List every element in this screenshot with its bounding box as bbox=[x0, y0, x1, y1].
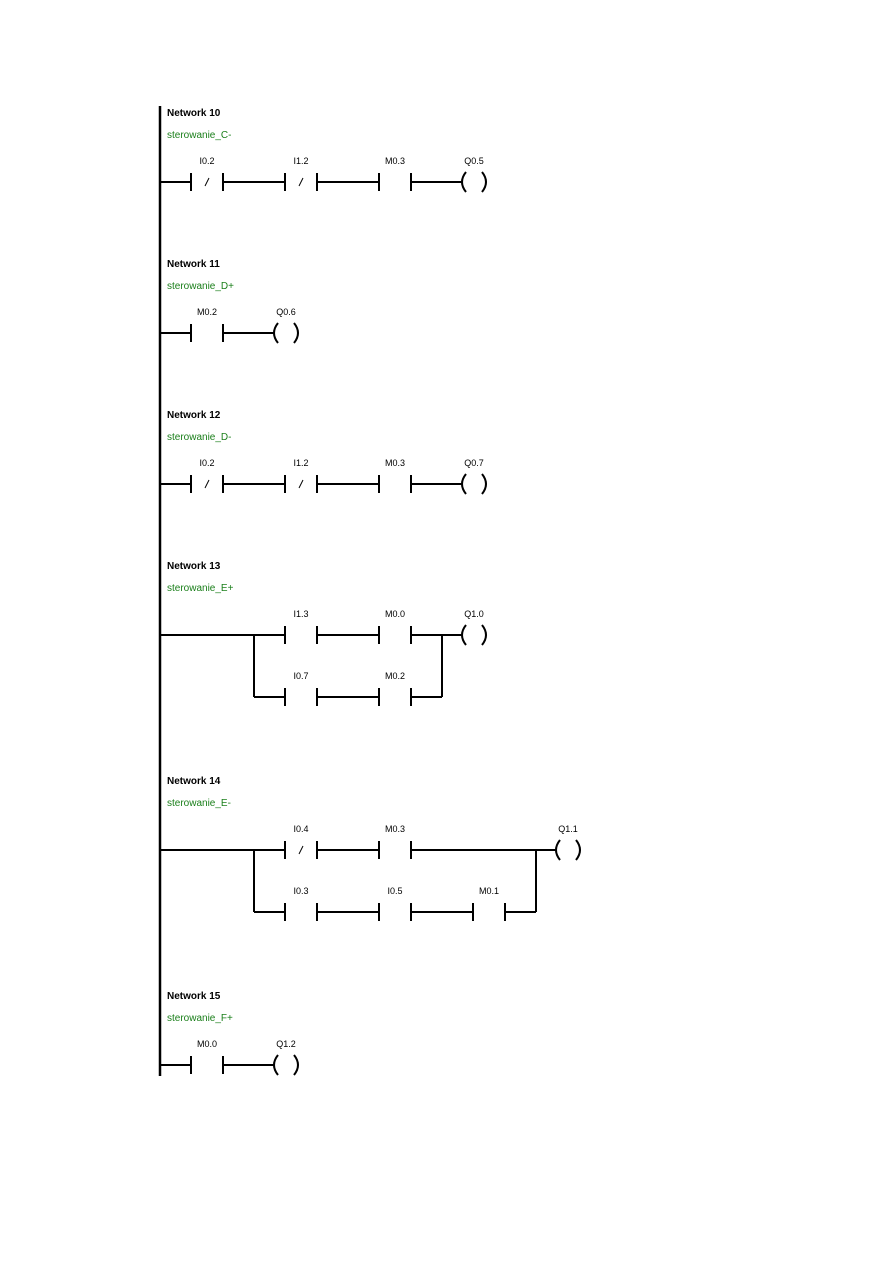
contact-M0-3: M0.3 bbox=[348, 458, 442, 493]
coil-Q1-0: Q1.0 bbox=[442, 609, 487, 646]
contact-M0-3: M0.3 bbox=[348, 824, 442, 859]
contact-address: M0.3 bbox=[385, 458, 405, 468]
contact-I0-4: I0.4 bbox=[254, 824, 348, 859]
coil-left-arc bbox=[273, 1054, 279, 1076]
network-13: Network 13 sterowanie_E+ I1.3 M0.0I0.7 M0.2 Q… bbox=[160, 561, 487, 706]
network-15: Network 15 sterowanie_F+ M0.0 Q1.2 bbox=[160, 991, 299, 1076]
network-comment: sterowanie_C- bbox=[167, 130, 231, 141]
network-12: Network 12 sterowanie_D- I0.2 I1.2 M0.3 Q0.7 bbox=[160, 410, 487, 495]
contact-address: M0.3 bbox=[385, 156, 405, 166]
contact-M0-2: M0.2 bbox=[348, 671, 442, 706]
coil-Q0-5: Q0.5 bbox=[442, 156, 487, 193]
contact-address: M0.3 bbox=[385, 824, 405, 834]
coil-right-arc bbox=[293, 322, 299, 344]
coil-Q1-2: Q1.2 bbox=[254, 1039, 299, 1076]
coil-Q1-1: Q1.1 bbox=[536, 824, 581, 861]
coil-right-arc bbox=[481, 171, 487, 193]
contact-address: I0.2 bbox=[199, 156, 214, 166]
contact-M0-3: M0.3 bbox=[348, 156, 442, 191]
contact-M0-1: M0.1 bbox=[442, 886, 536, 921]
coil-right-arc bbox=[481, 624, 487, 646]
negation-slash bbox=[298, 845, 304, 855]
coil-right-arc bbox=[481, 473, 487, 495]
network-11: Network 11 sterowanie_D+ M0.2 Q0.6 bbox=[160, 259, 299, 344]
contact-address: M0.0 bbox=[197, 1039, 217, 1049]
contact-address: M0.0 bbox=[385, 609, 405, 619]
negation-slash bbox=[298, 177, 304, 187]
contact-I0-5: I0.5 bbox=[348, 886, 442, 921]
contact-address: I1.2 bbox=[293, 458, 308, 468]
network-title: Network 10 bbox=[167, 108, 221, 119]
contact-address: M0.2 bbox=[197, 307, 217, 317]
coil-address: Q0.6 bbox=[276, 307, 296, 317]
contact-address: I0.3 bbox=[293, 886, 308, 896]
network-comment: sterowanie_E+ bbox=[167, 583, 234, 594]
network-title: Network 12 bbox=[167, 410, 221, 421]
coil-address: Q1.2 bbox=[276, 1039, 296, 1049]
coil-left-arc bbox=[461, 473, 467, 495]
network-10: Network 10 sterowanie_C- I0.2 I1.2 M0.3 Q0.5 bbox=[160, 108, 487, 193]
network-title: Network 15 bbox=[167, 991, 221, 1002]
contact-I1-3: I1.3 bbox=[254, 609, 348, 644]
coil-address: Q0.5 bbox=[464, 156, 484, 166]
network-title: Network 14 bbox=[167, 776, 221, 787]
contact-address: M0.1 bbox=[479, 886, 499, 896]
contact-I0-2: I0.2 bbox=[160, 458, 254, 493]
negation-slash bbox=[204, 177, 210, 187]
negation-slash bbox=[204, 479, 210, 489]
network-14: Network 14 sterowanie_E- I0.4 M0.3I0.3 I0.5 M… bbox=[160, 776, 581, 921]
coil-address: Q1.1 bbox=[558, 824, 578, 834]
negation-slash bbox=[298, 479, 304, 489]
contact-address: I0.5 bbox=[387, 886, 402, 896]
coil-Q0-6: Q0.6 bbox=[254, 307, 299, 344]
coil-left-arc bbox=[273, 322, 279, 344]
coil-right-arc bbox=[293, 1054, 299, 1076]
contact-M0-0: M0.0 bbox=[348, 609, 442, 644]
coil-left-arc bbox=[461, 624, 467, 646]
contact-I1-2: I1.2 bbox=[254, 458, 348, 493]
contact-address: I1.3 bbox=[293, 609, 308, 619]
contact-M0-0: M0.0 bbox=[160, 1039, 254, 1074]
network-title: Network 13 bbox=[167, 561, 221, 572]
contact-M0-2: M0.2 bbox=[160, 307, 254, 342]
contact-address: I0.7 bbox=[293, 671, 308, 681]
network-comment: sterowanie_D+ bbox=[167, 281, 234, 292]
contact-I1-2: I1.2 bbox=[254, 156, 348, 191]
contact-address: I1.2 bbox=[293, 156, 308, 166]
network-comment: sterowanie_D- bbox=[167, 432, 231, 443]
coil-Q0-7: Q0.7 bbox=[442, 458, 487, 495]
coil-address: Q1.0 bbox=[464, 609, 484, 619]
coil-right-arc bbox=[575, 839, 581, 861]
network-comment: sterowanie_E- bbox=[167, 798, 231, 809]
coil-left-arc bbox=[461, 171, 467, 193]
contact-address: I0.4 bbox=[293, 824, 308, 834]
coil-address: Q0.7 bbox=[464, 458, 484, 468]
network-title: Network 11 bbox=[167, 259, 220, 270]
contact-I0-3: I0.3 bbox=[254, 886, 348, 921]
network-comment: sterowanie_F+ bbox=[167, 1013, 233, 1024]
contact-address: M0.2 bbox=[385, 671, 405, 681]
coil-left-arc bbox=[555, 839, 561, 861]
contact-address: I0.2 bbox=[199, 458, 214, 468]
contact-I0-2: I0.2 bbox=[160, 156, 254, 191]
contact-I0-7: I0.7 bbox=[254, 671, 348, 706]
